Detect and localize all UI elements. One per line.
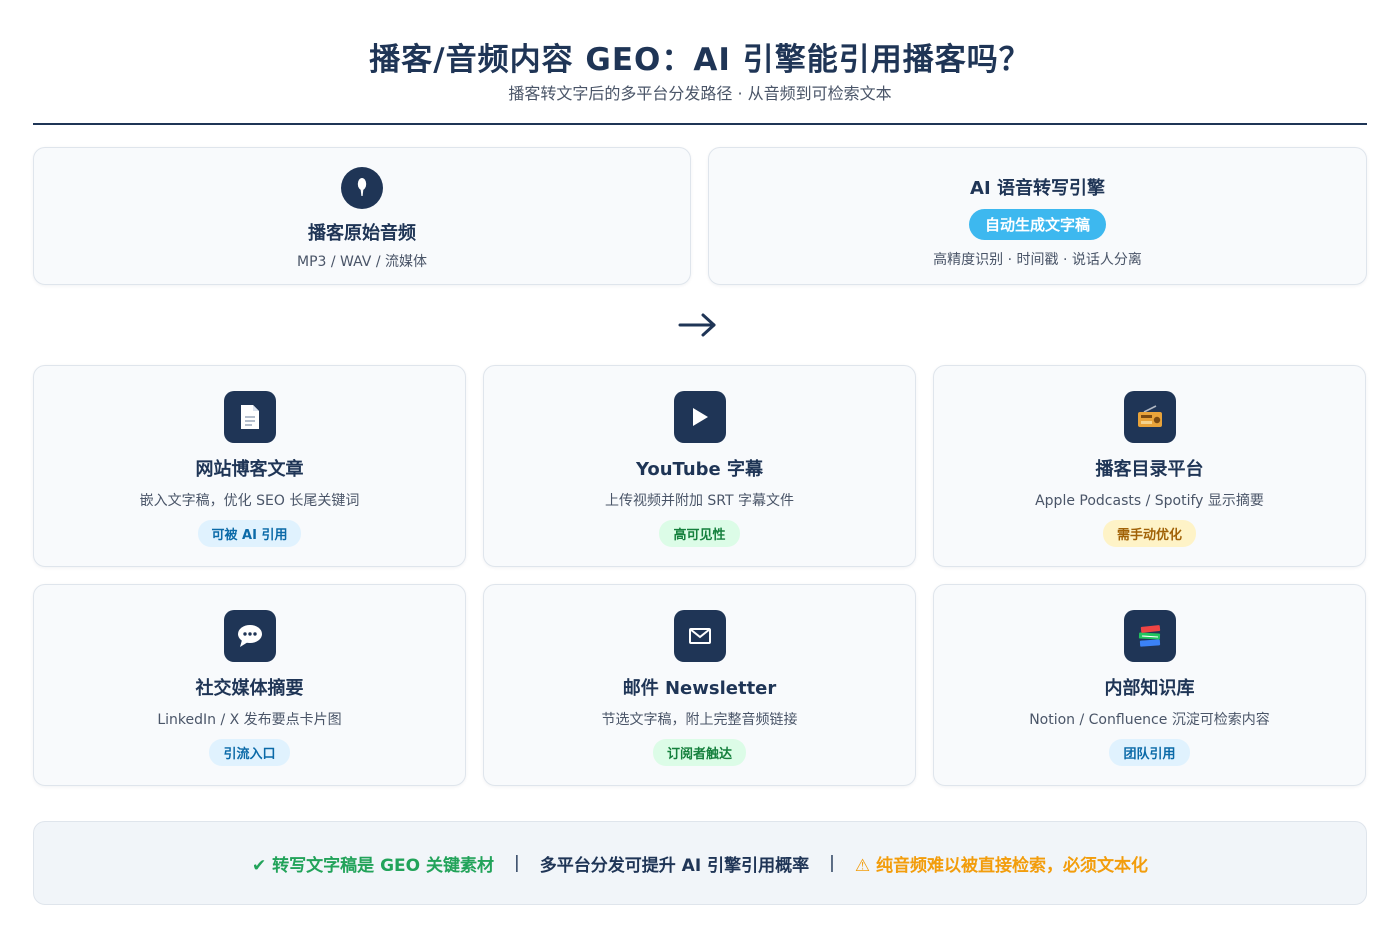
summary-middle: 多平台分发可提升 AI 引擎引用概率 — [539, 855, 810, 876]
header-divider — [33, 123, 1367, 125]
channel-badge: 订阅者触达 — [652, 739, 746, 766]
play-icon — [673, 391, 726, 443]
engine-output-pill: 自动生成文字稿 — [968, 209, 1106, 240]
summary-ok: ✔ 转写文字稿是 GEO 关键素材 — [252, 855, 495, 876]
microphone-icon — [341, 167, 383, 209]
channel-card-blog: 网站博客文章 嵌入文字稿，优化 SEO 长尾关键词 可被 AI 引用 — [33, 365, 466, 567]
channel-subtitle: 上传视频并附加 SRT 字幕文件 — [604, 493, 795, 509]
books-icon — [1123, 610, 1176, 662]
summary-separator: | — [829, 853, 835, 873]
channel-card-youtube: YouTube 字幕 上传视频并附加 SRT 字幕文件 高可见性 — [483, 365, 916, 567]
channel-subtitle: Notion / Confluence 沉淀可检索内容 — [1029, 712, 1270, 728]
source-subtitle: MP3 / WAV / 流媒体 — [297, 254, 427, 270]
summary-bar: ✔ 转写文字稿是 GEO 关键素材 | 多平台分发可提升 AI 引擎引用概率 |… — [33, 821, 1367, 905]
page-subtitle: 播客转文字后的多平台分发路径 · 从音频到可检索文本 — [508, 84, 892, 103]
arrow-right-icon — [678, 313, 716, 337]
channel-subtitle: Apple Podcasts / Spotify 显示摘要 — [1035, 493, 1264, 509]
channel-badge: 高可见性 — [659, 520, 740, 547]
page-title: 播客/音频内容 GEO：AI 引擎能引用播客吗？ — [369, 42, 1031, 78]
channel-card-podcast-directory: 播客目录平台 Apple Podcasts / Spotify 显示摘要 需手动… — [933, 365, 1366, 567]
channel-card-newsletter: 邮件 Newsletter 节选文字稿，附上完整音频链接 订阅者触达 — [483, 584, 916, 786]
channel-badge: 可被 AI 引用 — [197, 520, 302, 547]
channel-subtitle: 节选文字稿，附上完整音频链接 — [601, 712, 798, 728]
channel-badge: 团队引用 — [1109, 739, 1190, 766]
channel-title: YouTube 字幕 — [635, 459, 764, 480]
chat-bubble-icon — [223, 610, 276, 662]
transcription-engine-card: AI 语音转写引擎 自动生成文字稿 高精度识别 · 时间戳 · 说话人分离 — [708, 147, 1367, 285]
envelope-icon — [673, 610, 726, 662]
source-title: 播客原始音频 — [308, 223, 416, 244]
channel-title: 社交媒体摘要 — [195, 678, 304, 699]
channel-title: 内部知识库 — [1104, 678, 1195, 699]
channel-subtitle: LinkedIn / X 发布要点卡片图 — [157, 712, 342, 728]
engine-subtitle: 高精度识别 · 时间戳 · 说话人分离 — [933, 252, 1142, 268]
channel-card-knowledge-base: 内部知识库 Notion / Confluence 沉淀可检索内容 团队引用 — [933, 584, 1366, 786]
radio-icon — [1123, 391, 1176, 443]
channel-subtitle: 嵌入文字稿，优化 SEO 长尾关键词 — [139, 493, 360, 509]
channel-title: 网站博客文章 — [195, 459, 304, 480]
summary-warning: ⚠ 纯音频难以被直接检索，必须文本化 — [854, 855, 1148, 876]
channel-title: 播客目录平台 — [1095, 459, 1204, 480]
document-icon — [223, 391, 276, 443]
engine-title: AI 语音转写引擎 — [970, 178, 1105, 199]
channel-badge: 需手动优化 — [1102, 520, 1196, 547]
channel-badge: 引流入口 — [209, 739, 290, 766]
source-audio-card: 播客原始音频 MP3 / WAV / 流媒体 — [33, 147, 691, 285]
channel-card-social: 社交媒体摘要 LinkedIn / X 发布要点卡片图 引流入口 — [33, 584, 466, 786]
summary-separator: | — [514, 853, 520, 873]
channel-title: 邮件 Newsletter — [622, 678, 777, 699]
